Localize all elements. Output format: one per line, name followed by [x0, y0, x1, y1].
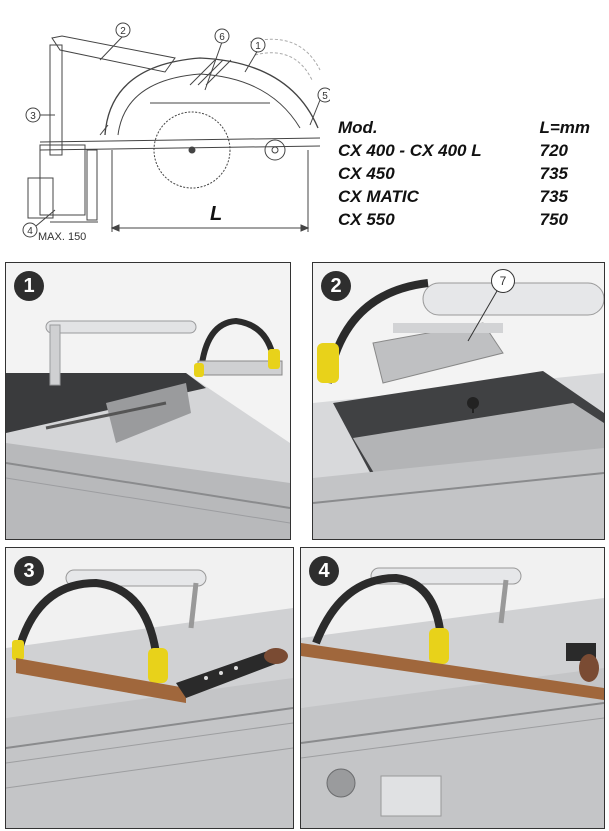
- step-badge-1: 1: [14, 271, 44, 301]
- step-badge-3: 3: [14, 556, 44, 586]
- callout-2: 2: [120, 26, 126, 37]
- row-length: 735: [539, 164, 568, 183]
- dimension-L: L: [210, 203, 222, 225]
- table-row: CX 450 735: [338, 162, 600, 185]
- photo-3-illustration: [6, 548, 293, 828]
- callout-5: 5: [322, 91, 328, 102]
- photo-step-4: 4: [300, 547, 605, 829]
- technical-drawing: 2 6 1 3 5 4 MAX. 150 L: [22, 22, 330, 243]
- table-header: Mod. L=mm: [338, 116, 600, 139]
- row-model: CX 400 - CX 400 L: [338, 141, 482, 160]
- callout-7: 7: [491, 269, 515, 293]
- row-model: CX 550: [338, 210, 395, 229]
- photo-4-illustration: [301, 548, 604, 828]
- step-badge-4: 4: [309, 556, 339, 586]
- callout-4: 4: [27, 226, 33, 237]
- table-row: CX 400 - CX 400 L 720: [338, 139, 600, 162]
- blade-guard: [104, 57, 319, 136]
- step-badge-2: 2: [321, 271, 351, 301]
- callout-3: 3: [30, 111, 36, 122]
- callout-6: 6: [219, 32, 225, 43]
- model-length-table: Mod. L=mm CX 400 - CX 400 L 720 CX 450 7…: [338, 116, 600, 231]
- support-arm: [51, 35, 176, 73]
- max-label: MAX. 150: [38, 231, 86, 243]
- column-base: [39, 144, 86, 216]
- row-model: CX 450: [338, 164, 395, 183]
- callout-7-label: 7: [499, 274, 507, 288]
- header-length: L=mm: [539, 118, 590, 137]
- photo-2-illustration: [313, 263, 604, 539]
- row-model: CX MATIC: [338, 187, 419, 206]
- photo-step-1: 1: [5, 262, 291, 540]
- header-model: Mod.: [338, 118, 378, 137]
- callout-1: 1: [255, 41, 261, 52]
- table-row: CX MATIC 735: [338, 185, 600, 208]
- table-row: CX 550 750: [338, 208, 600, 231]
- row-length: 720: [539, 141, 568, 160]
- row-length: 750: [539, 210, 568, 229]
- saw-blade: [153, 111, 231, 189]
- photo-step-3: 3: [5, 547, 294, 829]
- row-length: 735: [539, 187, 568, 206]
- photo-step-2: 2 7: [312, 262, 605, 540]
- photo-1-illustration: [6, 263, 290, 539]
